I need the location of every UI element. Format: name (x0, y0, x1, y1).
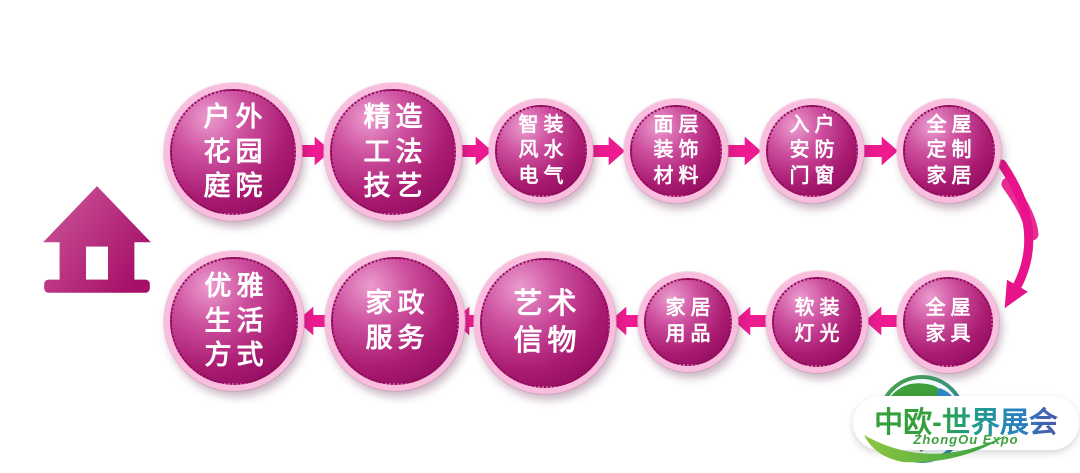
label-line: 精造 (363, 102, 428, 133)
label-line: 服务 (365, 323, 430, 353)
arrow-right-icon (864, 136, 898, 166)
flow-node-craft-methods: 精造 工法 技艺 (324, 83, 462, 221)
arrow-left-icon (734, 306, 768, 336)
flow-node-circle: 入户 安防 门窗 (766, 105, 858, 197)
label-line: 智装 (518, 113, 569, 136)
label-line: 用品 (665, 323, 716, 345)
swoosh-icon (864, 434, 1009, 463)
flow-node-elegant-lifestyle: 优雅 生活 方式 (164, 251, 304, 391)
flow-node-label: 精造 工法 技艺 (359, 100, 428, 204)
arrow-right-icon (458, 136, 492, 166)
logo-background-pill (853, 396, 1079, 450)
expo-logo: 中欧-世界展会 ZhongOu Expo (853, 374, 1079, 471)
flow-node-circle: 户外 花园 庭院 (170, 89, 296, 215)
flow-node-label: 家居 用品 (661, 296, 716, 347)
label-line: 技艺 (363, 171, 428, 202)
house-base (44, 279, 150, 293)
house-door (86, 246, 108, 280)
arrow-right-icon (727, 136, 761, 166)
label-line: 定制 (926, 139, 977, 162)
arrow-left-icon (865, 306, 899, 336)
flow-node-label: 户外 花园 庭院 (199, 100, 268, 204)
flow-node-label: 智装 风水 电气 (514, 113, 569, 190)
flow-node-home-goods: 家居 用品 (638, 272, 738, 372)
label-line: 全屋 (926, 113, 977, 136)
label-line: 家居 (665, 297, 716, 320)
flow-node-circle: 面层 装饰 材料 (630, 105, 722, 197)
flow-node-circle: 艺术 信物 (480, 258, 610, 388)
label-line: 电气 (518, 164, 569, 187)
label-line: 庭院 (203, 171, 268, 202)
flow-node-outdoor-garden: 户外 花园 庭院 (164, 83, 302, 221)
label-line: 风水 (518, 139, 569, 162)
flow-node-whole-house-custom: 全屋 定制 家居 (897, 99, 1001, 203)
flow-node-soft-decor-lighting: 软装 灯光 (766, 271, 868, 373)
label-line: 家居 (926, 164, 977, 187)
label-line: 户外 (203, 102, 268, 133)
label-line: 装饰 (653, 139, 704, 162)
label-line: 方式 (204, 340, 269, 371)
flow-node-circle: 全屋 家具 (903, 277, 993, 367)
label-line: 门窗 (789, 164, 840, 187)
curved-arrow-down-icon (997, 159, 1039, 309)
flow-node-circle: 家政 服务 (331, 257, 459, 385)
flow-node-label: 软装 灯光 (790, 296, 845, 347)
flow-node-circle: 智装 风水 电气 (495, 105, 587, 197)
flow-node-smart-fengshui-electric: 智装 风水 电气 (489, 99, 593, 203)
label-line: 优雅 (204, 271, 269, 302)
label-line: 软装 (794, 297, 845, 320)
flow-node-housekeeping-service: 家政 服务 (325, 251, 465, 391)
label-line: 花园 (203, 136, 268, 167)
flow-node-circle: 家居 用品 (644, 278, 732, 366)
flow-node-label: 全屋 家具 (921, 296, 976, 347)
flow-node-entry-security-doors: 入户 安防 门窗 (760, 99, 864, 203)
flow-node-circle: 精造 工法 技艺 (330, 89, 456, 215)
house-roof (43, 186, 151, 243)
label-line: 艺术 (513, 287, 582, 320)
house-icon (43, 186, 151, 293)
label-line: 全屋 (925, 297, 976, 320)
label-line: 信物 (513, 325, 582, 357)
flow-node-whole-house-furniture: 全屋 家具 (897, 271, 999, 373)
flow-node-label: 家政 服务 (361, 286, 430, 355)
label-line: 入户 (789, 113, 840, 136)
label-line: 工法 (363, 136, 428, 167)
flow-node-label: 优雅 生活 方式 (200, 269, 269, 373)
flow-node-label: 艺术 信物 (508, 286, 581, 360)
label-line: 家政 (365, 288, 430, 319)
label-line: 面层 (653, 113, 704, 136)
arrow-right-icon (591, 136, 625, 166)
flow-node-surface-decor-materials: 面层 装饰 材料 (624, 99, 728, 203)
label-line: 材料 (653, 164, 704, 187)
label-line: 生活 (204, 305, 269, 336)
flow-node-art-keepsakes: 艺术 信物 (474, 252, 616, 394)
logo-subtitle: ZhongOu Expo (913, 432, 1019, 447)
logo-title: 中欧-世界展会 (853, 399, 1079, 441)
label-line: 家具 (925, 323, 976, 345)
label-line: 安防 (789, 139, 840, 162)
flow-node-circle: 软装 灯光 (772, 277, 862, 367)
flow-node-label: 入户 安防 门窗 (785, 113, 840, 190)
flow-node-label: 面层 装饰 材料 (649, 113, 704, 190)
flow-node-label: 全屋 定制 家居 (922, 113, 977, 190)
label-line: 灯光 (794, 323, 845, 345)
flow-node-circle: 全屋 定制 家居 (903, 105, 995, 197)
flow-node-circle: 优雅 生活 方式 (170, 257, 298, 385)
